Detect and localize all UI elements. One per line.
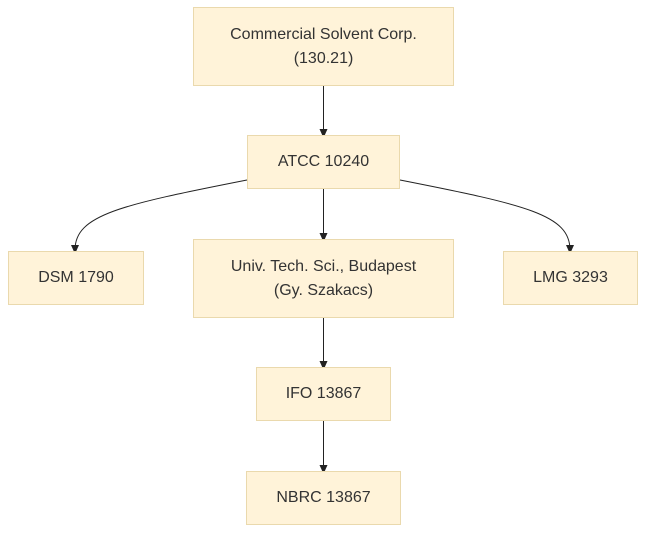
node-dsm-1790: DSM 1790 (8, 251, 144, 305)
node-atcc-10240: ATCC 10240 (247, 135, 400, 189)
edge-atcc-to-dsm (71, 179, 248, 254)
node-lmg-3293: LMG 3293 (503, 251, 638, 305)
node-nbrc-13867: NBRC 13867 (246, 471, 401, 525)
node-label-line: LMG 3293 (533, 269, 608, 286)
node-ifo-13867: IFO 13867 (256, 367, 391, 421)
node-label-line: Univ. Tech. Sci., Budapest (230, 257, 417, 275)
node-label-line: (130.21) (293, 49, 354, 67)
node-label-line: IFO 13867 (285, 385, 362, 402)
node-label-line: Commercial Solvent Corp. (230, 25, 417, 43)
node-label-line: (Gy. Szakacs) (273, 281, 374, 299)
node-label-line: DSM 1790 (38, 269, 114, 286)
node-commercial-solvent-corp: Commercial Solvent Corp. (130.21) (193, 7, 454, 86)
node-label-line: NBRC 13867 (276, 489, 371, 506)
node-univ-tech-sci-budapest: Univ. Tech. Sci., Budapest (Gy. Szakacs) (193, 239, 454, 318)
edge-atcc-to-lmg (399, 179, 574, 254)
node-label-line: ATCC 10240 (277, 153, 370, 170)
